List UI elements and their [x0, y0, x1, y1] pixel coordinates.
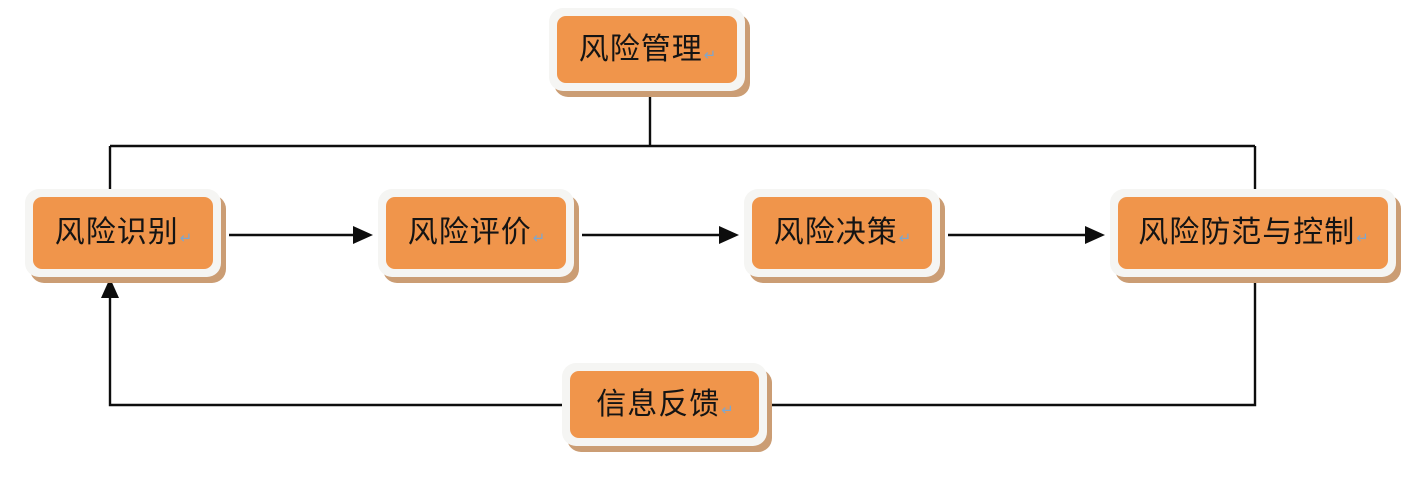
arrowhead-feedback-to-identify [101, 278, 119, 298]
pilcrow-icon: ↵ [1356, 229, 1369, 247]
node-risk-identify-body: 风险识别↵ [33, 197, 213, 269]
node-risk-evaluate-body: 风险评价↵ [386, 197, 566, 269]
pilcrow-icon: ↵ [721, 400, 734, 419]
pilcrow-icon: ↵ [703, 45, 717, 64]
node-risk-decision-body: 风险决策↵ [752, 197, 932, 269]
node-risk-identify-label: 风险识别 [54, 215, 179, 250]
node-risk-control[interactable]: 风险防范与控制↵ [1110, 189, 1396, 277]
node-risk-identify[interactable]: 风险识别↵ [25, 189, 221, 277]
node-risk-control-label: 风险防范与控制 [1138, 215, 1356, 250]
pilcrow-icon: ↵ [179, 229, 193, 247]
node-risk-evaluate[interactable]: 风险评价↵ [378, 189, 574, 277]
connector-feedback-to-identify [108, 296, 562, 407]
node-risk-management-label: 风险管理 [578, 31, 703, 67]
node-feedback-body: 信息反馈↵ [570, 371, 759, 438]
node-feedback-label: 信息反馈 [596, 386, 721, 422]
arrowhead-identify-to-evaluate [353, 226, 373, 244]
node-risk-management[interactable]: 风险管理↵ [549, 8, 745, 91]
node-feedback[interactable]: 信息反馈↵ [562, 363, 767, 446]
arrowhead-decision-to-control [1085, 226, 1105, 244]
node-risk-control-body: 风险防范与控制↵ [1118, 197, 1388, 269]
connector-control-to-feedback [768, 281, 1257, 407]
node-risk-evaluate-label: 风险评价 [407, 215, 532, 250]
node-risk-decision-label: 风险决策 [773, 215, 898, 250]
pilcrow-icon: ↵ [898, 229, 912, 247]
pilcrow-icon: ↵ [532, 229, 546, 247]
arrowhead-evaluate-to-decision [719, 226, 739, 244]
node-risk-decision[interactable]: 风险决策↵ [744, 189, 940, 277]
node-risk-management-body: 风险管理↵ [557, 16, 737, 83]
